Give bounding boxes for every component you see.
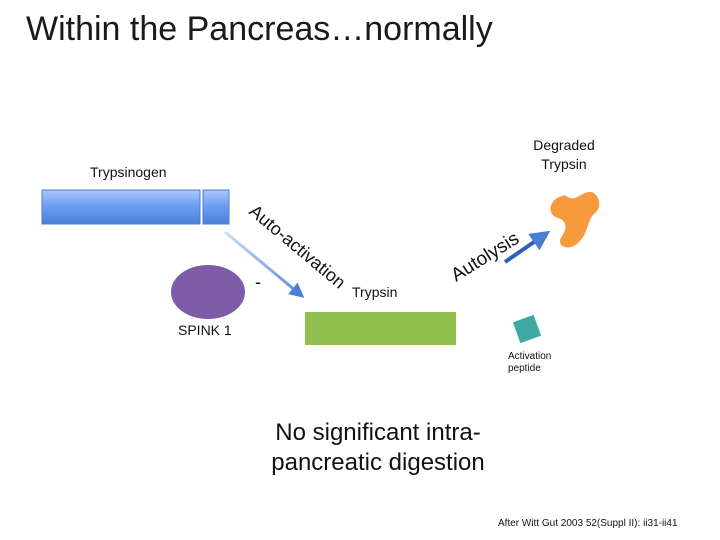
auto-activation-arrow [224, 230, 305, 298]
conclusion-text: No significant intra- pancreatic digesti… [250, 418, 506, 478]
inhibition-sign: - [255, 272, 261, 292]
trypsinogen-bar-main [41, 189, 201, 225]
slide-title: Within the Pancreas…normally [26, 10, 493, 48]
trypsinogen-bar-peptide [202, 189, 230, 225]
spink1-molecule [171, 265, 245, 319]
trypsin-label: Trypsin [352, 284, 398, 300]
activation-peptide-label: Activation peptide [508, 351, 551, 375]
degraded-trypsin-shape [550, 191, 600, 248]
autolysis-arrow [503, 230, 551, 264]
spink1-label: SPINK 1 [178, 322, 232, 338]
activation-peptide-shape [512, 314, 542, 344]
trypsin-bar [305, 312, 456, 345]
activation-peptide-label-line2: peptide [508, 363, 541, 374]
degraded-trypsin-label-line2: Trypsin [541, 156, 587, 172]
activation-peptide-label-line1: Activation [508, 351, 552, 362]
conclusion-line1: No significant intra- [275, 419, 481, 446]
degraded-trypsin-label: Degraded Trypsin [528, 136, 600, 174]
conclusion-line2: pancreatic digestion [271, 449, 485, 476]
trypsinogen-label: Trypsinogen [90, 164, 167, 180]
degraded-trypsin-label-line1: Degraded [533, 137, 595, 153]
auto-activation-label: Auto-activation [245, 201, 349, 293]
citation: After Witt Gut 2003 52(Suppl II): ii31-i… [498, 518, 678, 529]
